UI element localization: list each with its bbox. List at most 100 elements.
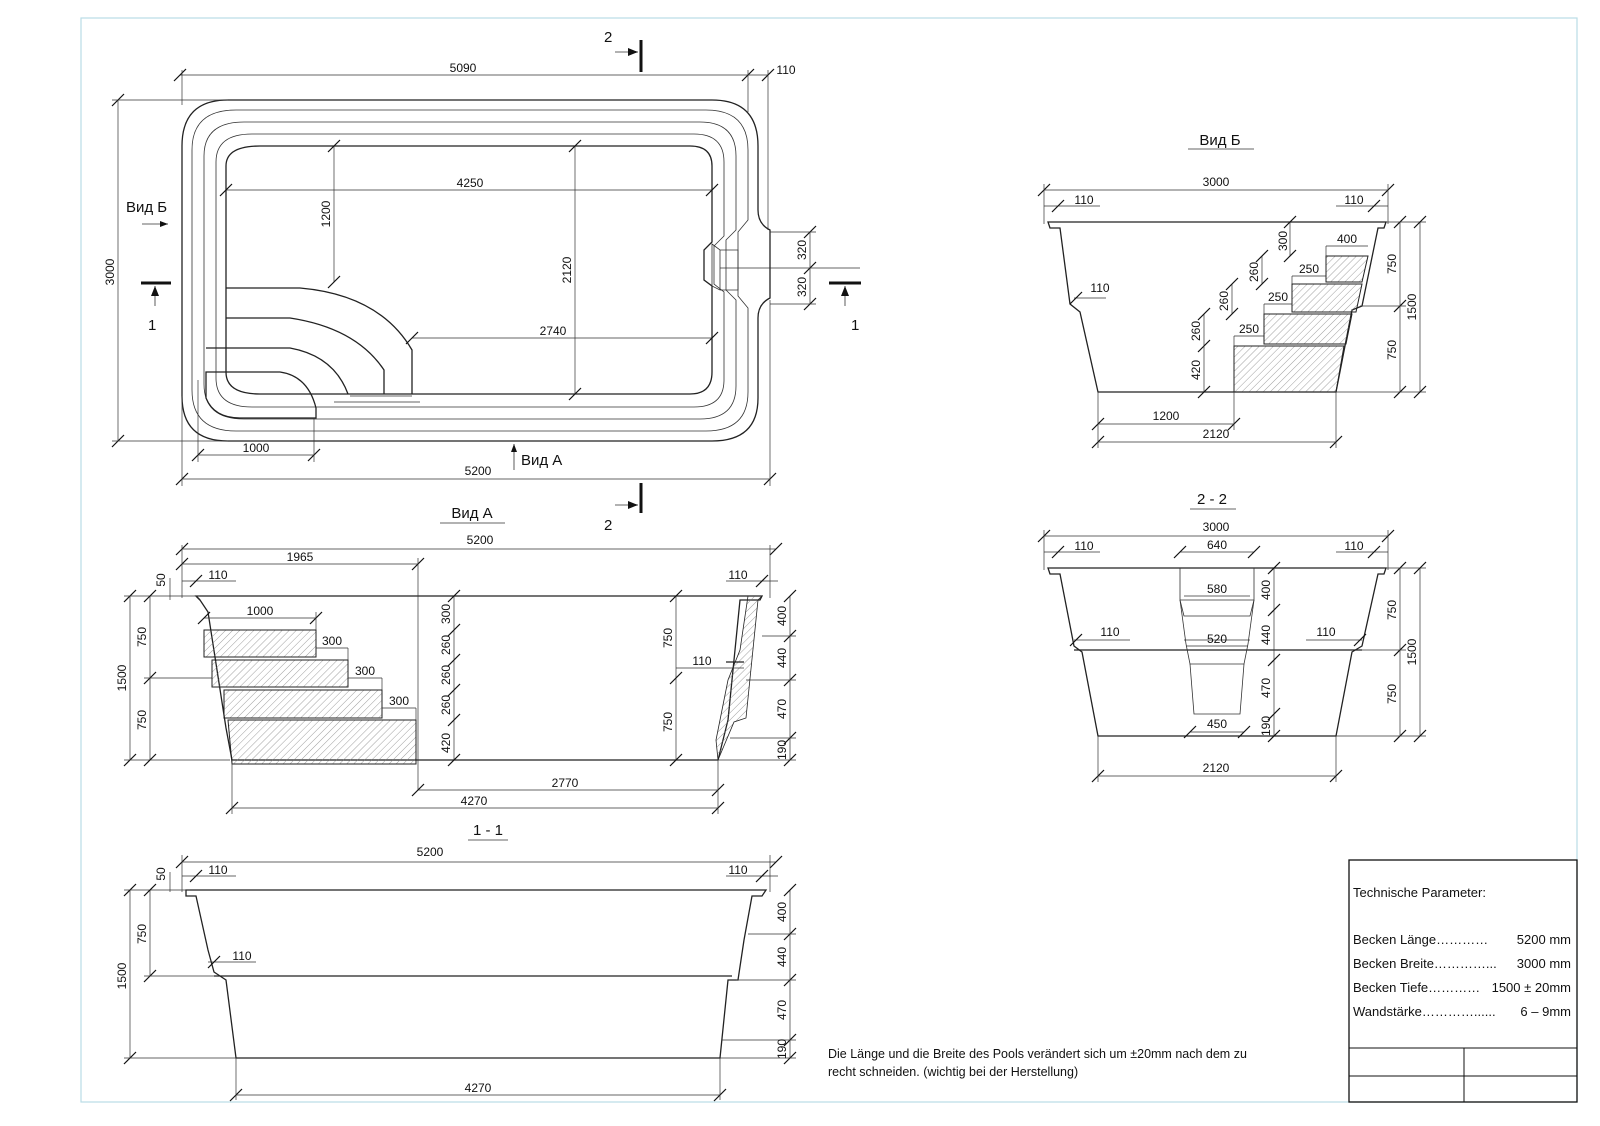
plan-step-len: 1000: [243, 441, 270, 455]
section-2-2-r440: 440: [1259, 625, 1273, 645]
view-a-r190: 190: [775, 740, 789, 760]
section-2-2-ledge-left: 110: [1100, 625, 1119, 639]
section-2-2-ledge-right: 110: [1316, 625, 1335, 639]
section-1-1-r470: 470: [775, 1000, 789, 1020]
section-2-2-depth-total: 1500: [1405, 638, 1419, 665]
view-b-rise4: 260: [1189, 321, 1203, 341]
plan-length-total: 5090: [450, 61, 477, 75]
plan-edge: 110: [776, 63, 795, 77]
section-1-1-edge-right: 110: [728, 863, 747, 877]
section-2-2-edge-left: 110: [1074, 539, 1093, 553]
section-2-2-n640: 640: [1207, 538, 1227, 552]
view-a-step1: 1000: [247, 604, 274, 618]
sheet-frame: [80, 17, 1578, 1103]
params-row-value: 3000 mm: [1517, 956, 1571, 971]
plan-width-total: 3000: [103, 258, 117, 285]
view-a-step-run: 1965: [287, 550, 314, 564]
section-2-2-title: 2 - 2: [1197, 491, 1227, 508]
section-2-2-n520: 520: [1207, 632, 1227, 646]
plan-inner-length: 4250: [457, 176, 484, 190]
section-1-1: 1 - 1 5200 110 110 50 110 1500 750: [115, 822, 797, 1102]
view-b-floor-left: 1200: [1153, 409, 1180, 423]
view-a-r400: 400: [775, 606, 789, 626]
view-b-lower: 750: [1385, 340, 1399, 360]
params-row-label: Becken Breite…………...: [1353, 956, 1497, 971]
view-a-ledge: 110: [692, 654, 711, 668]
view-b-tread1: 250: [1299, 262, 1319, 276]
view-a-rise2: 260: [439, 635, 453, 655]
view-b-total: 3000: [1203, 175, 1230, 189]
section-1-right-mark: 1: [851, 317, 859, 334]
section-1-1-edge-left: 110: [208, 863, 227, 877]
plan-view: 5090 110 4250 1200 2120 2740 3000: [103, 29, 861, 534]
view-a-r440: 440: [775, 648, 789, 668]
view-a: Вид А 5200 1965 110 110 50: [115, 505, 797, 815]
plan-inner-short: 2740: [540, 324, 567, 338]
section-2-2-r470: 470: [1259, 678, 1273, 698]
view-b-depth-total: 1500: [1405, 293, 1419, 320]
section-2-2-r400: 400: [1259, 580, 1273, 600]
note-line-2: recht schneiden. (wichtig bei der Herste…: [828, 1065, 1078, 1079]
view-b-bottom: 2120: [1203, 427, 1230, 441]
plan-step-width: 1200: [319, 200, 333, 227]
note-line-1: Die Länge und die Breite des Pools verän…: [828, 1047, 1247, 1061]
section-1-1-r400: 400: [775, 902, 789, 922]
view-a-rise4: 260: [439, 695, 453, 715]
section-1-1-title: 1 - 1: [473, 822, 503, 839]
params-row-label: Becken Länge…………: [1353, 932, 1488, 947]
view-b-rise1: 300: [1276, 231, 1290, 251]
view-a-bottom: 4270: [461, 794, 488, 808]
params-title: Technische Parameter:: [1353, 885, 1486, 900]
plan-overall-len: 5200: [465, 464, 492, 478]
view-b-edge-right: 110: [1344, 193, 1363, 207]
view-a-rise1: 300: [439, 604, 453, 624]
view-b-upper: 750: [1385, 254, 1399, 274]
section-1-1-r440: 440: [775, 947, 789, 967]
section-2-2-lower: 750: [1385, 684, 1399, 704]
view-a-rise5: 420: [439, 733, 453, 753]
section-1-1-total: 5200: [417, 845, 444, 859]
view-a-right-upper: 750: [661, 628, 675, 648]
view-b-ledge: 110: [1090, 281, 1109, 295]
section-2-2-bottom: 2120: [1203, 761, 1230, 775]
view-a-tread1: 300: [322, 634, 342, 648]
view-b-tread-top: 400: [1337, 232, 1357, 246]
view-a-rim: 50: [154, 573, 168, 587]
section-1-1-rim: 50: [154, 867, 168, 881]
plan-inner-width: 2120: [560, 256, 574, 283]
view-b-edge-left: 110: [1074, 193, 1093, 207]
parameter-table: Technische Parameter: Becken Länge………… 5…: [1348, 859, 1578, 1103]
view-a-tread2: 300: [355, 664, 375, 678]
section-1-1-bottom: 4270: [465, 1081, 492, 1095]
view-a-r470: 470: [775, 699, 789, 719]
section-2-2-upper: 750: [1385, 600, 1399, 620]
section-1-1-upper: 750: [135, 924, 149, 944]
plan-view-b-label: Вид Б: [126, 199, 167, 216]
view-b-tread2: 250: [1268, 290, 1288, 304]
section-2-2-r190: 190: [1259, 716, 1273, 736]
section-2-2-edge-right: 110: [1344, 539, 1363, 553]
section-2-2-total: 3000: [1203, 520, 1230, 534]
section-1-1-r190: 190: [775, 1039, 789, 1059]
section-2-2-n580: 580: [1207, 582, 1227, 596]
params-row-value: 1500 ± 20mm: [1492, 980, 1571, 995]
plan-nozzle-b: 320: [795, 277, 809, 297]
view-b-title: Вид Б: [1199, 132, 1240, 149]
plan-view-a-label: Вид А: [521, 452, 562, 469]
params-row-value: 6 – 9mm: [1520, 1004, 1571, 1019]
params-row-value: 5200 mm: [1517, 932, 1571, 947]
view-a-rise3: 260: [439, 665, 453, 685]
section-1-1-ledge: 110: [232, 949, 251, 963]
params-row-label: Becken Tiefe…………: [1353, 980, 1480, 995]
view-a-title: Вид А: [451, 505, 492, 522]
view-a-upper: 750: [135, 627, 149, 647]
section-2-2: 2 - 2 3000 110 110 640 580 520: [1037, 491, 1427, 783]
section-1-left-mark: 1: [148, 317, 156, 334]
section-1-1-depth-total: 1500: [115, 962, 129, 989]
view-a-total: 5200: [467, 533, 494, 547]
view-a-edge-right: 110: [728, 568, 747, 582]
view-a-right-lower: 750: [661, 712, 675, 732]
view-b: Вид Б 3000 110 110 110 400 250 250 250: [1037, 132, 1427, 449]
